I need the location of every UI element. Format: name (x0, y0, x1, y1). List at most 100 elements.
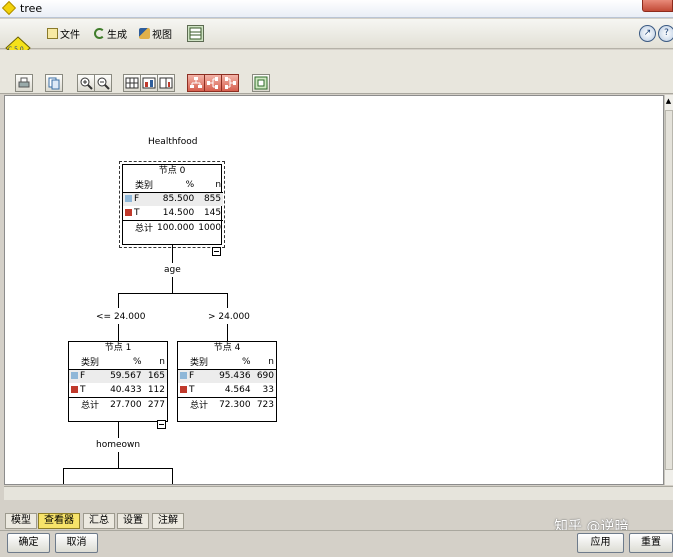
connector-line (118, 324, 119, 341)
category-label: T (134, 207, 140, 218)
tab-settings[interactable]: 设置 (117, 513, 149, 529)
percent-value: 4.564 (224, 384, 251, 395)
print-button[interactable] (15, 74, 33, 92)
tab-annotation[interactable]: 注解 (152, 513, 184, 529)
tree-node-0[interactable]: 节点 0 类别 % n F 85.500 855 T 14.500 145 总计… (119, 161, 225, 248)
left-right-tree-button[interactable] (204, 74, 222, 92)
zoom-out-button[interactable] (94, 74, 112, 92)
percent-header: % (213, 355, 253, 370)
collapse-node-1-button[interactable] (157, 420, 166, 429)
title-bar (0, 0, 673, 18)
menu-view-label: 视图 (152, 29, 172, 41)
tree-right-left-icon (225, 77, 236, 89)
toolbar (0, 50, 673, 94)
reset-button[interactable]: 重置 (629, 533, 673, 553)
percent-value: 95.436 (213, 369, 253, 383)
tree-node-1[interactable]: 节点 1 类别 % n F 59.567 165 T 40.433 112 总计… (68, 341, 168, 422)
tree-canvas[interactable]: Healthfood 节点 0 类别 % n F 85.500 855 T 14… (4, 95, 664, 485)
menu-file[interactable]: 文件 (47, 25, 80, 41)
top-down-tree-button[interactable] (187, 74, 205, 92)
count-value: 33 (262, 384, 274, 395)
total-percent: 72.300 (213, 396, 253, 412)
percent-header: % (104, 355, 144, 370)
apply-button[interactable]: 应用 (577, 533, 624, 553)
table-row: T 4.564 33 (178, 383, 276, 397)
table-view-button[interactable] (123, 74, 141, 92)
total-label: 总计 (69, 396, 105, 412)
graph-view-button[interactable] (140, 74, 158, 92)
file-icon (47, 27, 58, 39)
tab-model[interactable]: 模型 (5, 513, 37, 529)
connector-line (227, 324, 228, 341)
category-f-swatch (125, 195, 132, 203)
percent-header: % (155, 178, 197, 193)
connector-line (172, 245, 173, 263)
total-percent: 100.000 (155, 219, 197, 235)
percent-value: 59.567 (104, 369, 144, 383)
close-button[interactable] (642, 0, 673, 12)
connector-line (63, 468, 64, 484)
total-label: 总计 (178, 396, 214, 412)
scrollbar-thumb[interactable] (665, 110, 673, 470)
connector-line (63, 468, 173, 469)
view-tool-button[interactable] (187, 25, 204, 42)
category-label: T (80, 384, 86, 395)
node-title: 节点 4 (213, 343, 241, 353)
table-row-total: 总计 100.000 1000 (123, 219, 224, 235)
print-icon (18, 77, 30, 88)
window-title: tree (20, 2, 43, 15)
help-button[interactable]: ? (658, 25, 673, 42)
table-row-total: 总计 72.300 723 (178, 396, 276, 412)
collapse-node-0-button[interactable] (212, 247, 221, 256)
tab-summary[interactable]: 汇总 (83, 513, 115, 529)
connector-line (118, 422, 119, 438)
category-label: F (80, 371, 86, 382)
category-t-swatch (71, 385, 78, 393)
category-label: T (189, 384, 195, 395)
count-value: 855 (196, 192, 224, 206)
category-t-swatch (125, 208, 132, 216)
total-percent: 27.700 (104, 396, 144, 412)
horizontal-scrollbar[interactable] (4, 486, 673, 500)
menu-generate[interactable]: 生成 (94, 25, 127, 41)
table-row: T 40.433 112 (69, 383, 167, 397)
count-value: 690 (252, 369, 276, 383)
bar-graph-icon (142, 77, 156, 89)
generate-icon (94, 27, 105, 39)
view-brush-icon (139, 27, 150, 39)
node-title: 节点 1 (104, 343, 132, 353)
button-bar (0, 530, 673, 557)
cancel-button[interactable]: 取消 (55, 533, 98, 553)
percent-value: 85.500 (155, 192, 197, 206)
navigate-button[interactable]: ↗ (639, 25, 656, 42)
right-left-tree-button[interactable] (221, 74, 239, 92)
connector-line (172, 277, 173, 293)
branch-label-right: > 24.000 (208, 312, 250, 322)
total-label: 总计 (123, 219, 156, 235)
table-row: F 85.500 855 (123, 192, 224, 206)
zoom-in-icon (80, 77, 93, 90)
menu-view[interactable]: 视图 (139, 25, 172, 41)
tree-node-4[interactable]: 节点 4 类别 % n F 95.436 690 T 4.564 33 总计 7… (177, 341, 277, 422)
copy-button[interactable] (45, 74, 63, 92)
arrow-icon: ↗ (643, 28, 652, 38)
category-header: 类别 (178, 355, 214, 370)
help-icon: ? (664, 28, 669, 38)
category-label: F (189, 371, 195, 382)
category-t-swatch (180, 385, 187, 393)
count-value: 112 (147, 384, 165, 395)
zoom-in-button[interactable] (77, 74, 95, 92)
split-label-age: age (164, 265, 181, 275)
split-label-homeown: homeown (96, 440, 141, 450)
zoom-out-icon (97, 77, 110, 90)
preview-button[interactable] (252, 74, 270, 92)
ok-button[interactable]: 确定 (7, 533, 50, 553)
category-header: 类别 (123, 178, 156, 193)
scroll-up-arrow-icon[interactable]: ▲ (665, 97, 672, 105)
total-count: 723 (252, 396, 276, 412)
table-row: F 95.436 690 (178, 369, 276, 383)
menu-file-label: 文件 (60, 29, 80, 41)
connector-line (172, 468, 173, 484)
table-graph-view-button[interactable] (157, 74, 175, 92)
tab-viewer[interactable]: 查看器 (38, 513, 80, 529)
